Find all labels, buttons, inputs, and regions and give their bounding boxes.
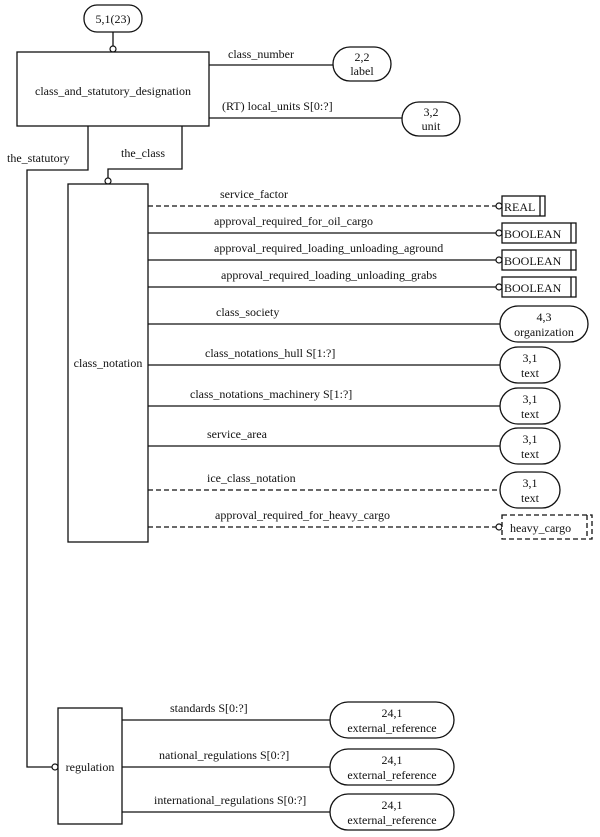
connector-circle-icon [51,763,59,771]
type-ref-number: 24,1 [382,706,403,720]
type-ref-oval[interactable] [499,471,561,509]
type-ref-oval[interactable] [499,427,561,465]
attribute-label: service_area [207,427,268,441]
connector-circle-icon [495,229,503,237]
attribute-class-number: class_number 2,2 label [209,46,392,82]
relation-the-statutory: the_statutory [7,126,89,771]
simple-type-label: REAL [504,200,535,214]
entity-label: class_notation [74,356,143,370]
attribute-label: (RT) local_units S[0:?] [222,99,333,113]
connector-circle-icon [495,202,503,210]
simple-type-box[interactable] [501,195,546,217]
attribute-international-regulations: international_regulations S[0:?] 24,1exte… [122,793,455,831]
entity-regulation[interactable]: regulation [57,707,123,825]
attribute-label: international_regulations S[0:?] [154,793,306,807]
relation-the-class: the_class [104,126,183,185]
type-ref-name: organization [514,325,574,339]
attribute-label: service_factor [220,187,288,201]
type-ref-name: external_reference [347,813,436,827]
type-ref-number: 3,1 [523,392,538,406]
connector-circle-icon [495,283,503,291]
attribute-label: national_regulations S[0:?] [159,748,289,762]
connector-circle-icon [109,45,117,53]
simple-type-label: BOOLEAN [504,281,562,295]
type-ref-oval[interactable] [332,46,392,82]
simple-type-box[interactable] [501,222,577,244]
type-ref-number: 24,1 [382,798,403,812]
connector-circle-icon [495,523,503,531]
type-ref-name: text [521,447,540,461]
type-ref-number: 24,1 [382,753,403,767]
type-ref-name: external_reference [347,721,436,735]
attribute-approval-required-for-heavy-cargo: approval_required_for_heavy_cargo heavy_c… [148,508,593,540]
attribute-approval-required-loading-unloading-grabs: approval_required_loading_unloading_grab… [148,268,577,298]
connector-circle-icon [495,256,503,264]
type-ref-name: text [521,407,540,421]
relation-label: the_class [121,146,165,160]
simple-type-label: BOOLEAN [504,254,562,268]
type-ref-name: label [350,64,374,78]
relation-label: the_statutory [7,151,70,165]
type-ref-oval[interactable] [329,793,455,831]
type-ref-oval[interactable] [499,387,561,425]
type-ref-oval[interactable] [329,748,455,786]
type-ref-oval[interactable] [499,305,589,343]
class-notation-attributes: service_factorREALapproval_required_for_… [148,187,593,540]
attribute-approval-required-loading-unloading-aground: approval_required_loading_unloading_agro… [148,241,577,271]
type-ref-number: 3,2 [424,105,439,119]
entity-label: regulation [66,760,115,774]
attribute-label: approval_required_for_heavy_cargo [215,508,390,522]
page-reference-label: 5,1(23) [96,12,131,26]
attribute-label: approval_required_loading_unloading_agro… [214,241,443,255]
entity-class-notation[interactable]: class_notation [67,183,149,543]
attribute-label: class_notations_hull S[1:?] [205,346,335,360]
type-ref-name: text [521,491,540,505]
type-ref-oval[interactable] [329,701,455,739]
simple-type-box[interactable] [501,249,577,271]
attribute-label: class_number [228,47,294,61]
attribute-label: ice_class_notation [207,471,296,485]
connector-circle-icon [104,177,112,185]
simple-type-label: BOOLEAN [504,227,562,241]
attribute-label: approval_required_for_oil_cargo [214,214,373,228]
entity-label: class_and_statutory_designation [35,84,191,98]
type-ref-number: 2,2 [355,50,370,64]
type-ref-number: 3,1 [523,351,538,365]
attribute-label: approval_required_loading_unloading_grab… [221,268,437,282]
attribute-label: class_notations_machinery S[1:?] [190,387,352,401]
defined-type-label: heavy_cargo [510,521,571,535]
page-reference: 5,1(23) [83,4,143,33]
type-ref-name: external_reference [347,768,436,782]
type-ref-name: text [521,366,540,380]
type-ref-number: 3,1 [523,432,538,446]
defined-type-box[interactable] [501,514,593,540]
type-ref-oval[interactable] [499,346,561,384]
attribute-national-regulations: national_regulations S[0:?] 24,1external_… [122,748,455,786]
type-ref-oval[interactable] [401,101,461,137]
attribute-label: class_society [216,305,279,319]
attribute-label: standards S[0:?] [170,701,248,715]
attribute-local-units: (RT) local_units S[0:?] 3,2 unit [209,99,461,137]
type-ref-number: 4,3 [537,310,552,324]
regulation-attributes: standards S[0:?]24,1external_referencena… [122,701,455,831]
type-ref-name: unit [422,119,441,133]
entity-class-and-statutory-designation[interactable]: class_and_statutory_designation [16,51,210,127]
simple-type-box[interactable] [501,276,577,298]
type-ref-number: 3,1 [523,476,538,490]
